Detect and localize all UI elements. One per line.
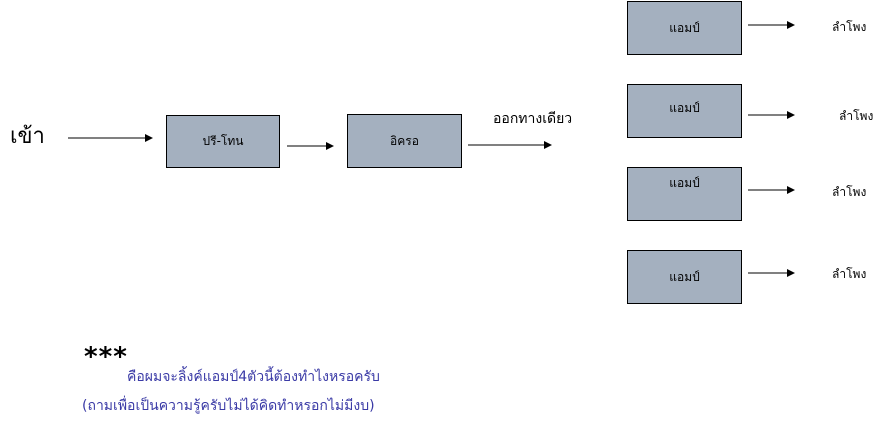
amp-block-2: แอมป์ <box>627 84 742 138</box>
speaker-label-1: ลำโพง <box>832 20 867 34</box>
amp-block-3: แอมป์ <box>627 167 742 221</box>
amp-block-4: แอมป์ <box>627 250 742 304</box>
speaker-label-3: ลำโพง <box>832 185 867 199</box>
speaker-label-4: ลำโพง <box>832 267 867 281</box>
crossover-block: อิครอ <box>347 114 462 168</box>
amp-label-2: แอมป์ <box>669 101 700 115</box>
crossover-label: อิครอ <box>390 133 419 148</box>
preamp-label: ปรี-โทน <box>202 134 244 148</box>
input-label: เข้า <box>10 124 45 149</box>
output-label: ออกทางเดียว <box>493 111 573 127</box>
note-line-1: คือผมจะลิ้งค์แอมป์4ตัวนี้ต้องทำไงหรอครับ <box>127 369 380 385</box>
amp-label-1: แอมป์ <box>669 20 700 35</box>
note-stars: *** <box>84 342 128 372</box>
preamp-block: ปรี-โทน <box>166 115 280 168</box>
amp-label-4: แอมป์ <box>669 269 700 284</box>
amp-label-3: แอมป์ <box>669 176 700 190</box>
amp-block-1: แอมป์ <box>627 1 742 55</box>
note-line-2: (ถามเพื่อเป็นความรู้ครับไม่ได้คิดทำหรอกไ… <box>82 398 375 414</box>
speaker-label-2: ลำโพง <box>839 109 874 123</box>
